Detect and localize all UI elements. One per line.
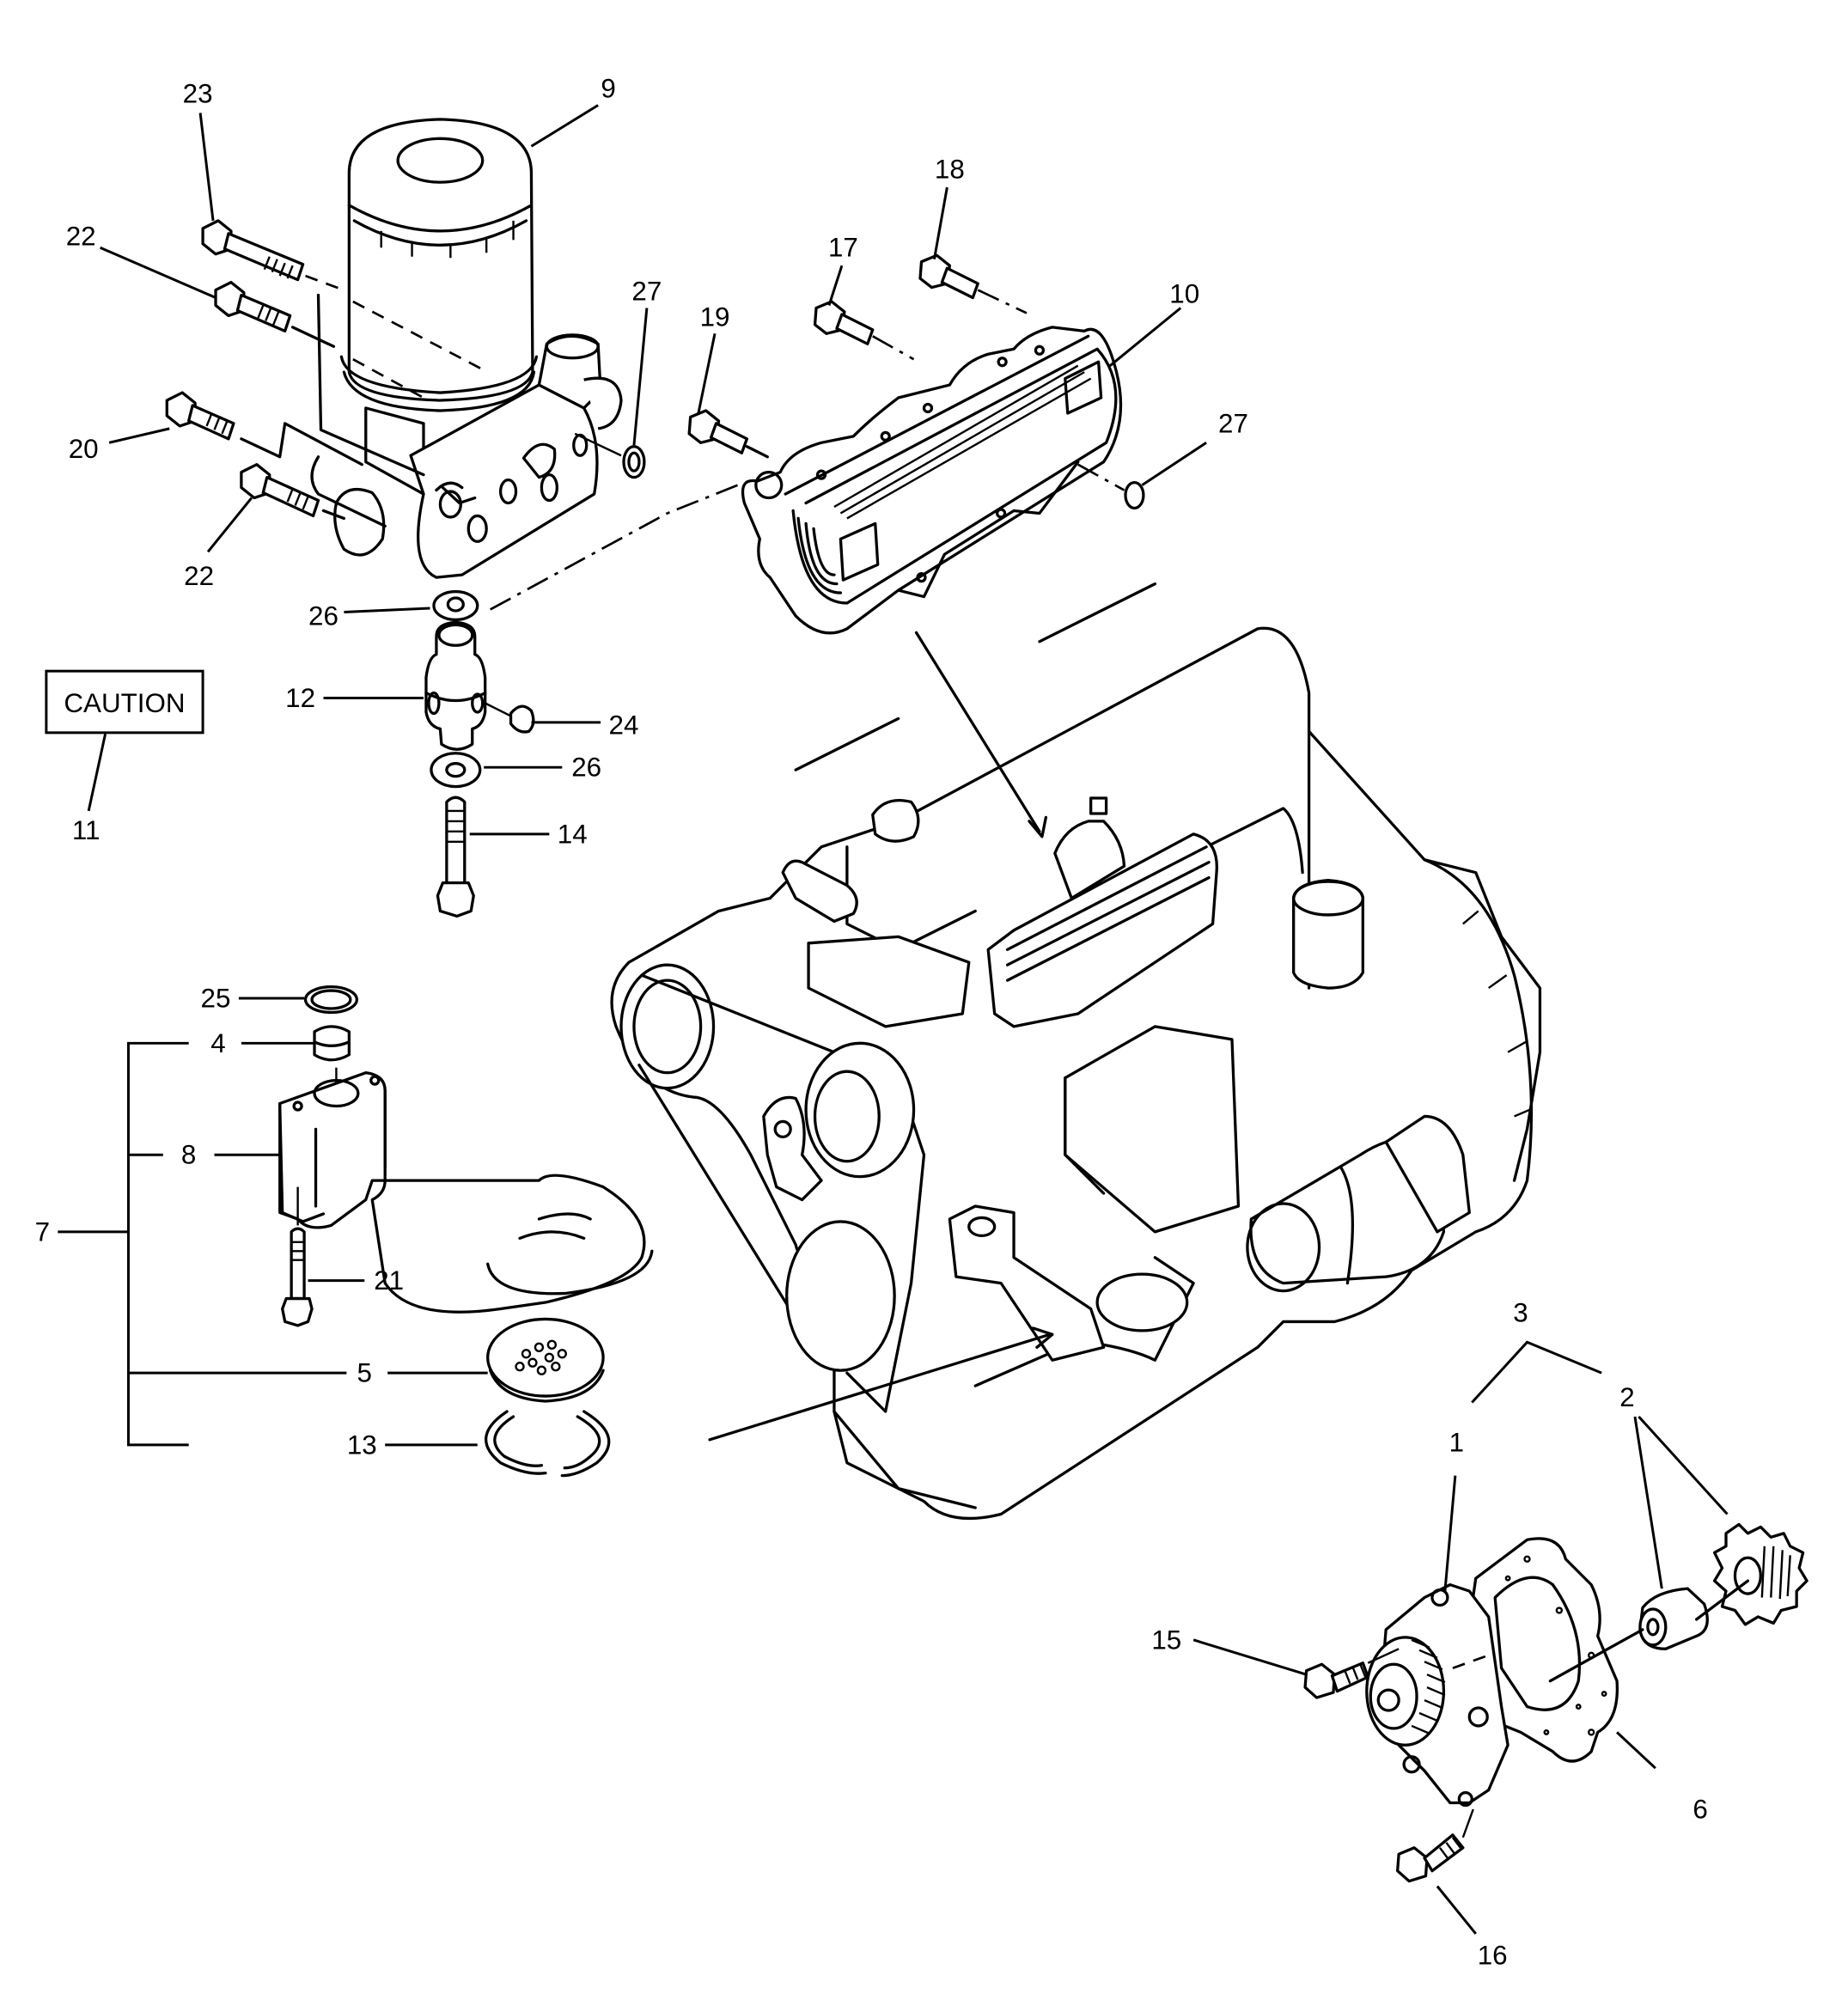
callout-13: 13 — [347, 1430, 377, 1460]
engine-block — [610, 582, 1542, 1521]
callout-7: 7 — [35, 1216, 50, 1247]
oil-pump-group — [1303, 1522, 1808, 1883]
arrow-to-strainer — [708, 1332, 1052, 1442]
oil-cooler — [741, 326, 1123, 635]
callout-19: 19 — [700, 302, 730, 332]
bolt-22-lower — [240, 463, 346, 521]
retaining-clip-13 — [485, 1410, 611, 1478]
callout-5: 5 — [357, 1358, 372, 1388]
strainer-pickup-tube — [278, 1071, 654, 1314]
callout-22-lower: 22 — [184, 561, 214, 591]
caution-decal: CAUTION — [45, 669, 204, 812]
callout-27-left: 27 — [631, 277, 662, 307]
callout-18: 18 — [935, 155, 965, 185]
callout-27-right: 27 — [1218, 408, 1248, 438]
bolt-20 — [165, 391, 363, 466]
oil-pump-body-1 — [1365, 1582, 1510, 1808]
callout-numbers: 23 9 22 27 18 17 19 10 27 20 22 26 11 12… — [35, 74, 1708, 1971]
callout-10: 10 — [1169, 278, 1199, 308]
callout-8: 8 — [181, 1140, 196, 1170]
oil-filter-group — [165, 118, 739, 611]
callout-2: 2 — [1619, 1382, 1634, 1412]
leader-lines — [100, 104, 1729, 1935]
washer-26-upper — [432, 589, 479, 622]
plug-24 — [485, 702, 535, 734]
bolt-19 — [687, 409, 769, 459]
callout-3: 3 — [1513, 1297, 1528, 1327]
banjo-bolt-14 — [436, 796, 475, 918]
callout-24: 24 — [609, 710, 639, 740]
arrow-to-cooler — [914, 631, 1041, 833]
callout-9: 9 — [601, 74, 615, 104]
bolt-16 — [1396, 1808, 1474, 1883]
callout-20: 20 — [69, 434, 99, 464]
callout-21: 21 — [374, 1265, 404, 1296]
adapter-stack — [424, 589, 535, 918]
callout-12: 12 — [285, 683, 315, 713]
bolt-23 — [201, 219, 341, 290]
callout-17: 17 — [828, 233, 858, 263]
callout-1: 1 — [1449, 1427, 1464, 1457]
callout-22-upper: 22 — [66, 221, 96, 251]
o-ring-27-left — [622, 445, 646, 479]
oil-filter-cartridge — [339, 118, 539, 412]
filter-head — [310, 333, 623, 579]
pump-bushing-2 — [1638, 1587, 1709, 1650]
oil-cooler-group — [687, 253, 1145, 635]
strainer-bolt-21 — [281, 1186, 314, 1327]
callout-26-lower: 26 — [571, 753, 601, 783]
strainer-sleeve-4 — [313, 1025, 351, 1062]
callout-4: 4 — [210, 1028, 225, 1058]
callout-14: 14 — [558, 819, 588, 849]
callout-26-upper: 26 — [308, 601, 338, 631]
callout-16: 16 — [1478, 1941, 1508, 1971]
bolt-18 — [918, 253, 1028, 314]
bolt-17 — [813, 300, 915, 361]
callout-23: 23 — [183, 78, 213, 108]
callout-11: 11 — [72, 815, 101, 845]
adapter-fitting — [424, 620, 487, 751]
washer-26-lower — [430, 752, 482, 789]
callout-6: 6 — [1692, 1794, 1707, 1824]
callout-15: 15 — [1151, 1625, 1181, 1655]
o-ring-27-right — [1124, 480, 1145, 510]
strainer-group — [58, 985, 654, 1478]
strainer-screen-5 — [486, 1317, 605, 1403]
pump-gear-2 — [1712, 1522, 1808, 1626]
callout-25: 25 — [201, 983, 231, 1013]
caution-label: CAUTION — [64, 688, 185, 718]
bolt-22-upper — [214, 280, 336, 348]
bolt-15 — [1303, 1648, 1400, 1699]
